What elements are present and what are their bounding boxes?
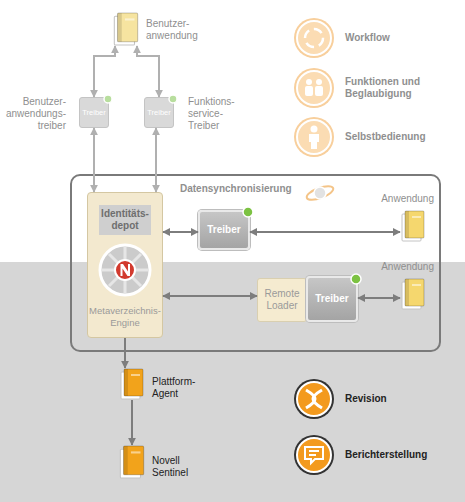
feature-circle: Selbstbedienung: [296, 119, 332, 155]
icon-node: Benutzer- anwendung: [110, 12, 210, 46]
group-frame: DatensynchronisierungIdentitäts- depotMe…: [70, 174, 441, 352]
node-label: Novell Sentinel: [152, 455, 188, 479]
connector-arrow: [93, 128, 95, 192]
report-glyph: [305, 447, 323, 463]
node-label: Workflow: [345, 32, 455, 44]
node-label: Funktionen und Beglaubigung: [345, 76, 445, 100]
node-label: Metaverzeichnis- Engine: [88, 305, 162, 329]
node-label: Revision: [345, 393, 387, 405]
node-label: Remote Loader: [258, 288, 306, 312]
driver-box: TreiberBenutzer- anwendungs- treiber: [79, 97, 109, 128]
connector-arrow: [250, 231, 400, 233]
node-label: Identitäts- depot: [99, 205, 151, 235]
connector-arrow: [124, 338, 126, 368]
node-label: Treiber: [145, 107, 173, 119]
node-label: Treiber: [308, 293, 356, 305]
agent-node: Plattform- Agent: [118, 368, 146, 400]
roles-glyph: [305, 79, 323, 96]
person-glyph: [309, 126, 319, 150]
node-label: Plattform- Agent: [152, 376, 195, 400]
application-node: Anwendung: [400, 278, 426, 310]
book-icon: [121, 369, 143, 399]
connector-arrow: [94, 46, 115, 97]
loader-box: Remote Loader: [257, 278, 307, 322]
driver-box: TreiberFunktions- service- Treiber: [144, 97, 174, 128]
node-label: Treiber: [80, 107, 108, 119]
node-label: Benutzer- anwendung: [146, 18, 198, 42]
node-label: Anwendung: [381, 261, 434, 273]
engine-wheel: [100, 245, 150, 295]
sync-icon: [305, 184, 335, 203]
sentinel-node: Novell Sentinel: [118, 445, 146, 479]
driver-box: Treiber: [198, 210, 250, 250]
engine-box: Identitäts- depotMetaverzeichnis- Engine: [87, 192, 163, 338]
connector-arrow: [131, 400, 133, 445]
connector-arrow: [358, 297, 400, 299]
book-icon: [402, 211, 424, 241]
application-node: Anwendung: [400, 210, 426, 242]
node-label: Treiber: [200, 224, 248, 236]
book-icon: [114, 13, 137, 45]
node-label: Selbstbedienung: [345, 131, 455, 143]
book-icon: [120, 446, 143, 478]
connector-arrow: [163, 231, 198, 233]
driver-box: Treiber: [306, 276, 358, 322]
node-label: Anwendung: [381, 193, 434, 205]
feature-circle: Berichterstellung: [296, 437, 332, 473]
node-label: Berichterstellung: [345, 449, 427, 461]
workflow-glyph: [305, 29, 323, 47]
book-icon: [402, 279, 424, 309]
node-label: Funktions- service- Treiber: [188, 96, 235, 132]
node-label: Datensynchronisierung: [180, 183, 292, 195]
feature-circle: Funktionen und Beglaubigung: [296, 70, 332, 106]
node-label: Benutzer- anwendungs- treiber: [6, 96, 66, 132]
feature-circle: Workflow: [296, 20, 332, 56]
connector-arrow: [163, 295, 257, 297]
connector-arrow: [155, 128, 157, 192]
audit-glyph: [306, 390, 322, 408]
feature-circle: Revision: [296, 381, 332, 417]
connector-arrow: [137, 46, 159, 97]
status-dots: [104, 95, 361, 284]
